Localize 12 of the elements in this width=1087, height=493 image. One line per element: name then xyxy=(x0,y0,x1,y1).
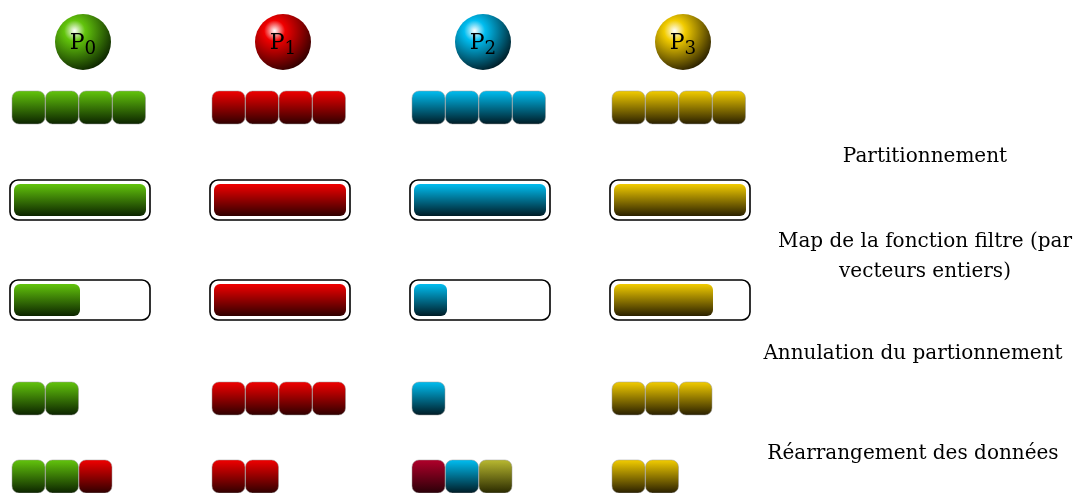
process-label: P$_{0}$ xyxy=(68,28,98,61)
process-label: P$_{1}$ xyxy=(268,28,298,61)
process-sphere xyxy=(654,13,712,71)
step-label: Partitionnement xyxy=(841,142,1009,169)
process-sphere xyxy=(254,13,312,71)
process-label: P$_{2}$ xyxy=(468,28,498,61)
process-label: P$_{3}$ xyxy=(668,28,698,61)
step-label: Réarrangement des données xyxy=(766,439,1060,466)
step-label: Map de la fonction filtre (par vecteurs entiers) xyxy=(776,227,1074,284)
process-sphere xyxy=(454,13,512,71)
process-sphere xyxy=(54,13,112,71)
step-label: Annulation du partionnement xyxy=(762,339,1064,366)
